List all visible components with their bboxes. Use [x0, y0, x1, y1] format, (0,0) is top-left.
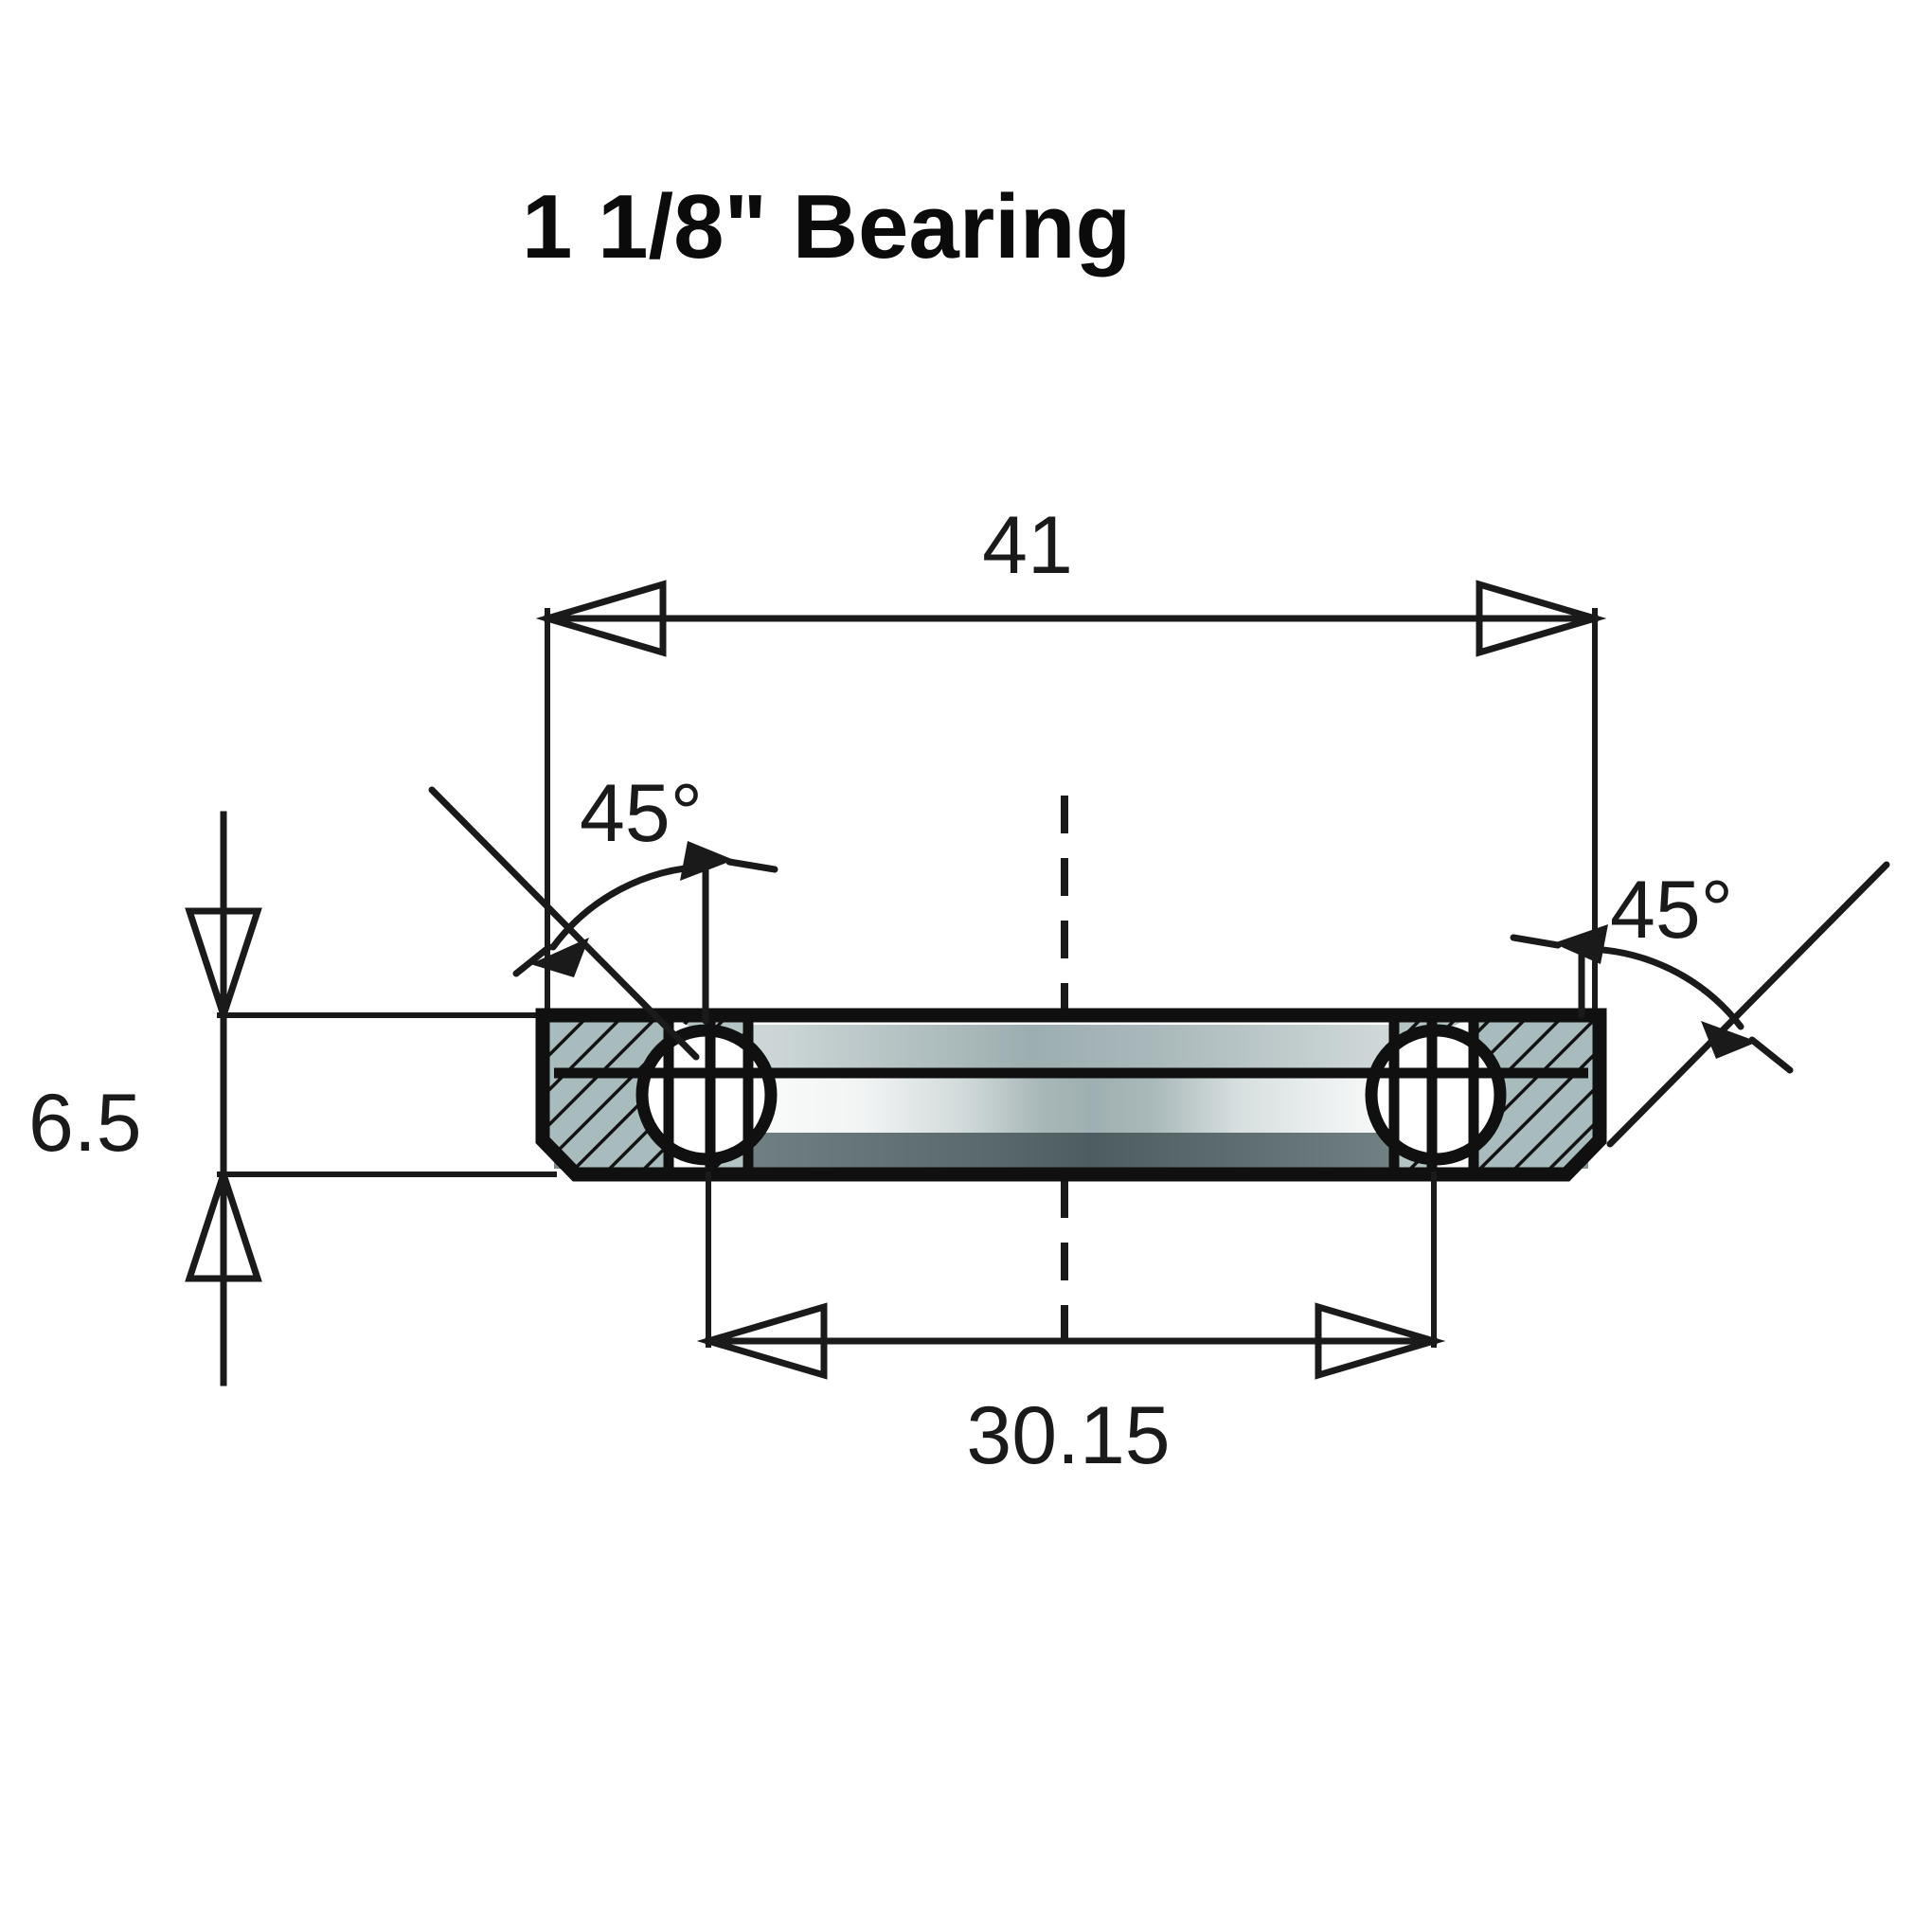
chamfer-arc-head-tail-left: [725, 858, 778, 873]
chamfer-arc-arrow-end-left: [680, 841, 734, 881]
arrowhead-left-3015: [696, 1302, 828, 1380]
arrowhead-left-41: [535, 580, 667, 657]
chamfer-callout-right: 45°: [1510, 861, 1890, 1148]
dim-label-3015: 30.15: [966, 1390, 1170, 1481]
page-title: 1 1/8" Bearing: [522, 176, 1131, 277]
chamfer-label-right: 45°: [1610, 865, 1733, 956]
chamfer-arc-tail-right: [1510, 934, 1562, 949]
chamfer-leader-right: [1606, 861, 1890, 1148]
bearing-body: [535, 1008, 1607, 1182]
arrowhead-right-3015: [1315, 1302, 1446, 1380]
bearing-outline: [535, 1008, 1607, 1182]
chamfer-arc-arrow-end-right: [1701, 1021, 1758, 1059]
chamfer-arc-arrow-start-right: [1553, 924, 1608, 964]
dim-label-41: 41: [982, 500, 1073, 591]
arrowhead-bottom-65: [185, 1163, 262, 1282]
arrowhead-top-65: [185, 907, 262, 1027]
dimension-inner-diameter: 30.15: [696, 1172, 1446, 1481]
arrowhead-right-41: [1476, 580, 1607, 657]
dim-label-65: 6.5: [28, 1078, 142, 1169]
chamfer-callout-left: 45°: [428, 768, 778, 1061]
dimension-height: 6.5: [28, 811, 557, 1386]
outer-race-left-hatch: [543, 1015, 669, 1174]
outer-race-right-hatch: [1474, 1015, 1600, 1174]
chamfer-label-left: 45°: [580, 768, 703, 859]
chamfer-arc-arrow-start-left: [530, 938, 589, 977]
chamfer-arc-head-tail-right: [1748, 1036, 1794, 1074]
chamfer-arc-right: [1578, 945, 1744, 1030]
chamfer-arc-tail-left: [512, 943, 553, 977]
chamfer-leader-left: [428, 786, 700, 1061]
